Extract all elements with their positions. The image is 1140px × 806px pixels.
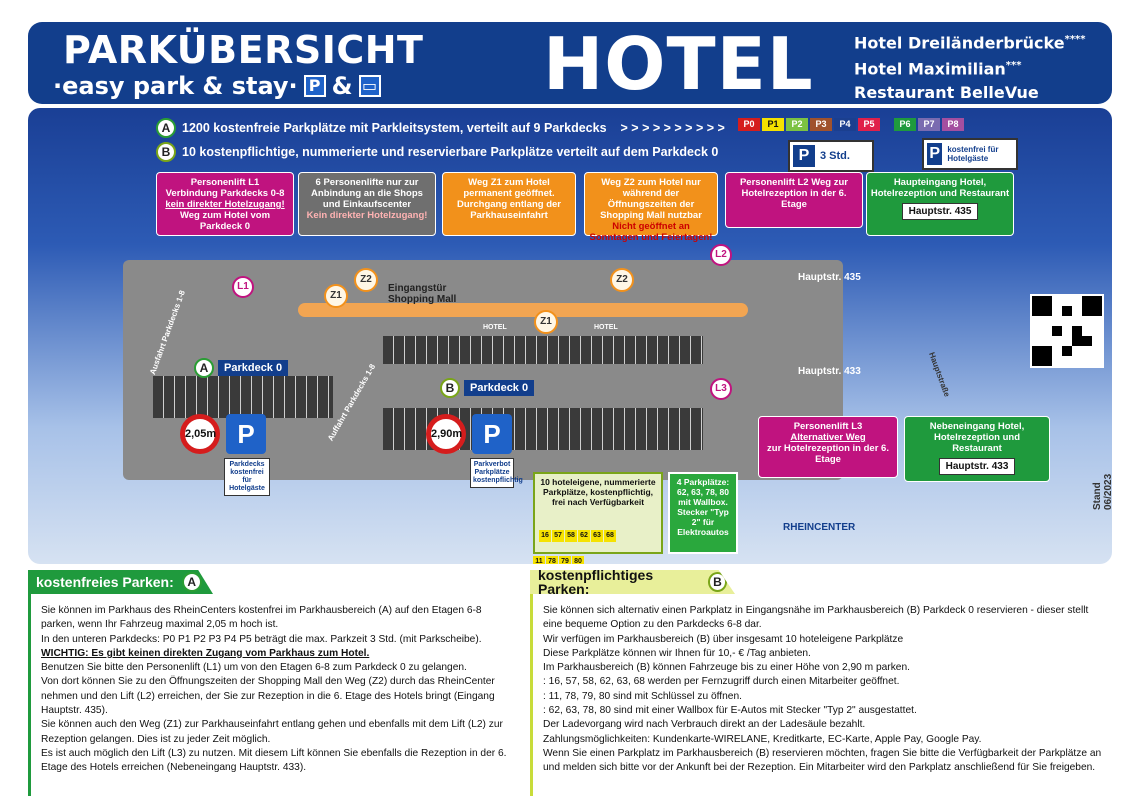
hotel-name-2: Hotel Maximilian*** [854, 59, 1022, 79]
spot-63: 63 [591, 530, 603, 542]
parking-sign-a: P [226, 414, 266, 454]
spot-68: 68 [604, 530, 616, 542]
marker-a-icon: A [181, 572, 202, 592]
area-b-marker: B [440, 378, 460, 398]
qr-code-icon [1030, 294, 1104, 368]
subtitle-text: ·easy park & stay· [53, 72, 298, 100]
hotel-spots-info: 10 hoteleigene, nummerierte Parkplätze, … [533, 472, 663, 554]
entrance-label: Eingangstür Shopping Mall [388, 283, 457, 305]
height-limit-sign-b: 2,90m [426, 414, 466, 454]
spot-80: 80 [572, 556, 584, 564]
street-label-435: Hauptstr. 435 [798, 272, 861, 283]
spot-11: 11 [533, 556, 545, 564]
callout-shop-lifts: 6 Personenlifte nur zur Anbindung an die… [298, 172, 436, 236]
street-label-433: Hauptstr. 433 [798, 366, 861, 377]
marker-b-icon: B [156, 142, 176, 162]
callout-path-z1: Weg Z1 zum Hotel permanent geöffnet. Dur… [442, 172, 576, 236]
ev-spots-info: 4 Parkplätze: 62, 63, 78, 80 mit Wallbox… [668, 472, 738, 554]
path-z2-marker-2: Z2 [610, 268, 634, 292]
callout-lift-l2: Personenlift L2 Weg zur Hotelrezeption i… [725, 172, 863, 228]
marker-b-icon: B [707, 572, 727, 592]
path-z2-marker: Z2 [354, 268, 378, 292]
spot-62: 62 [578, 530, 590, 542]
path-z1-marker: Z1 [324, 284, 348, 308]
page-title: PARKÜBERSICHT [63, 28, 424, 72]
free-parking-panel: kostenfreies Parken: A Sie können im Par… [28, 570, 524, 796]
bed-icon: ▭ [358, 75, 381, 97]
lift-l3-marker: L3 [710, 378, 732, 400]
no-parking-note: Parkverbot Parkplätze kostenpflichtig [470, 458, 523, 488]
paid-parking-text: Sie können sich alternativ einen Parkpla… [530, 594, 1114, 796]
parking-icon: P [793, 145, 815, 167]
area-a-marker: A [194, 358, 214, 378]
marker-a-icon: A [156, 118, 176, 138]
free-parking-heading: kostenfreies Parken: A [28, 570, 213, 594]
callout-side-entrance: Nebeneingang Hotel, Hotelrezeption und R… [904, 416, 1050, 482]
lift-l1-marker: L1 [232, 276, 254, 298]
hotel-wordmark: HOTEL [543, 22, 814, 106]
restaurant-name: Restaurant BelleVue [854, 82, 1039, 102]
deck-p0-badge: P0 [738, 118, 760, 131]
header-banner: PARKÜBERSICHT ·easy park & stay· P & ▭ H… [28, 22, 1112, 106]
parking-icon: P [303, 75, 326, 97]
deck-p2-badge: P2 [786, 118, 808, 131]
free-parking-text: Sie können im Parkhaus des RheinCenters … [28, 594, 524, 796]
legend-paid: B 10 kostenpflichtige, nummerierte und r… [156, 142, 718, 162]
spot-79: 79 [559, 556, 571, 564]
parking-icon: P [927, 143, 943, 165]
path-z1 [298, 303, 748, 317]
spot-58: 58 [565, 530, 577, 542]
hotel-list: Hotel Dreiländerbrücke**** Hotel Maximil… [854, 28, 1086, 104]
paid-parking-heading: kostenpflichtiges Parken: B [530, 570, 735, 594]
ampersand: & [331, 72, 353, 100]
spot-57: 57 [552, 530, 564, 542]
parkdeck-b-label: Parkdeck 0 [464, 380, 535, 396]
callout-path-z2: Weg Z2 zum Hotel nur während der Öffnung… [584, 172, 718, 243]
callout-lift-l3: Personenlift L3 Alternativer Weg zur Hot… [758, 416, 898, 478]
deck-p3-badge: P3 [810, 118, 832, 131]
free-for-guests-box: P kostenfrei für Hotelgäste [922, 138, 1018, 170]
spot-78: 78 [546, 556, 558, 564]
max-3h-box: P 3 Std. [788, 140, 874, 172]
lift-l2-marker: L2 [710, 244, 732, 266]
spot-16: 16 [539, 530, 551, 542]
parkdeck-a-label: Parkdeck 0 [218, 360, 289, 376]
page-subtitle: ·easy park & stay· P & ▭ [53, 72, 381, 100]
hotel-label-2: HOTEL [594, 324, 618, 331]
rheincenter-logo: RHEINCENTER [783, 522, 856, 533]
parking-rows-b1 [383, 336, 703, 364]
deck-p7-badge: P7 [918, 118, 940, 131]
main-street-label: Hauptstraße [927, 351, 952, 398]
parking-rows-a [153, 376, 333, 418]
parking-map: A 1200 kostenfreie Parkplätze mit Parkle… [28, 108, 1112, 564]
deck-p5-badge: P5 [858, 118, 880, 131]
stand-date: Stand 06/2023 [1092, 473, 1112, 510]
hotel-name-1: Hotel Dreiländerbrücke**** [854, 33, 1086, 53]
parking-sign-b: P [472, 414, 512, 454]
deck-p6-badge: P6 [894, 118, 916, 131]
paid-parking-panel: kostenpflichtiges Parken: B Sie können s… [530, 570, 1114, 796]
callout-lift-l1: Personenlift L1 Verbindung Parkdecks 0-8… [156, 172, 294, 236]
deck-p4-badge: P4 [834, 118, 856, 131]
legend-free: A 1200 kostenfreie Parkplätze mit Parkle… [156, 118, 725, 138]
parkdecks-free-note: Parkdecks kostenfrei für Hotelgäste [224, 458, 270, 496]
deck-p8-badge: P8 [942, 118, 964, 131]
address-435: Hauptstr. 435 [901, 203, 979, 220]
height-limit-sign-a: 2,05m [180, 414, 220, 454]
callout-main-entrance: Haupteingang Hotel, Hotelrezeption und R… [866, 172, 1014, 236]
hotel-label-1: HOTEL [483, 324, 507, 331]
path-z1-marker-2: Z1 [534, 310, 558, 334]
address-433: Hauptstr. 433 [938, 458, 1016, 475]
deck-p1-badge: P1 [762, 118, 784, 131]
